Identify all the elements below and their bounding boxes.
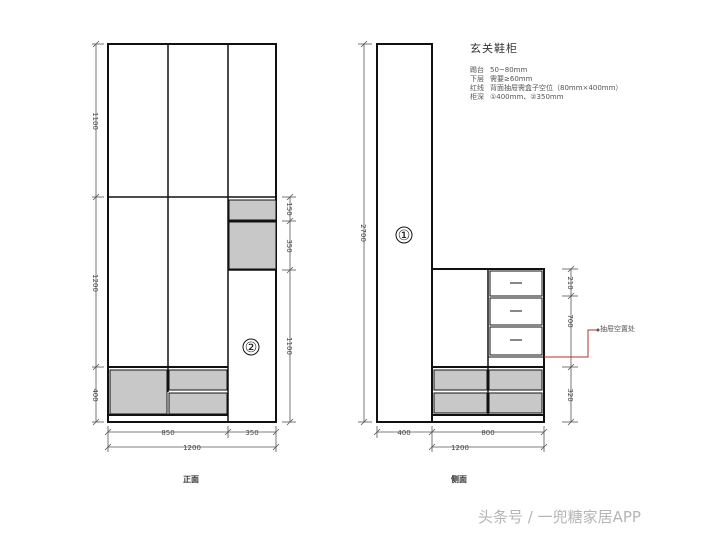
side-shelf-2 [488, 369, 543, 391]
side-marker-circle [395, 226, 413, 244]
front-shelf-bottom-mid-1 [168, 369, 228, 391]
front-marker: ② [245, 340, 258, 356]
side-drawer-2 [489, 297, 543, 326]
side-shelf-3 [433, 392, 488, 414]
side-callout-line [544, 329, 598, 358]
notes-key: 踢台 [470, 66, 484, 74]
notes-key: 下层 [470, 75, 484, 83]
side-shelf-1 [433, 369, 488, 391]
notes-value: 背面抽屉需盒子空位（80mm×400mm） [490, 84, 623, 92]
side-callout-label: 抽屉空置处 [600, 325, 635, 333]
notes-row: 下层需要≥60mm [470, 75, 622, 84]
side-shelf-4 [488, 392, 543, 414]
front-shelf-bottom-left [109, 369, 168, 415]
notes-value: ①400mm、②350mm [490, 93, 564, 101]
side-drawer-1 [489, 270, 543, 297]
front-dim-h-r2: 350 [285, 239, 293, 252]
watermark: 头条号 / 一兜糖家居APP [478, 508, 641, 526]
side-dim-h-d2: 700 [566, 314, 574, 327]
front-dim-w-left: 850 [161, 429, 174, 437]
notes-key: 红线 [470, 84, 484, 92]
front-shelf-top-right-1 [228, 199, 277, 221]
front-dim-h-mid: 1200 [91, 274, 99, 292]
side-dim-right [562, 265, 578, 426]
front-dim-right [282, 193, 296, 426]
notes-value: 需要≥60mm [490, 75, 533, 83]
notes-key: 柜深 [470, 93, 484, 101]
notes-row: 踢台 50~80mm [470, 66, 622, 75]
side-dim-w-left: 400 [397, 429, 410, 437]
front-dim-bottom [104, 426, 280, 452]
side-marker: ① [398, 228, 411, 244]
side-dim-w-right: 800 [481, 429, 494, 437]
side-dim-left [358, 40, 372, 426]
side-callout-dot [596, 328, 600, 332]
side-dim-h-d1: 210 [566, 276, 574, 289]
front-view [107, 43, 277, 423]
side-dim-w-total: 1200 [451, 444, 469, 452]
side-dim-h-d3: 320 [566, 388, 574, 401]
front-shelf-bottom-mid-2 [168, 392, 228, 415]
front-caption: 正面 [183, 475, 199, 484]
notes-value: 50~80mm [490, 66, 528, 74]
notes-row: 红线背面抽屉需盒子空位（80mm×400mm） [470, 84, 622, 93]
notes-panel: 玄关鞋柜 踢台 50~80mm 下层需要≥60mm 红线背面抽屉需盒子空位（80m… [470, 40, 622, 102]
front-shelf-top-right-2 [228, 221, 277, 270]
front-dim-left [92, 40, 104, 426]
front-dim-w-right: 350 [245, 429, 258, 437]
notes-row: 柜深 ①400mm、②350mm [470, 93, 622, 102]
notes-title: 玄关鞋柜 [470, 42, 518, 55]
front-dim-h-top: 1100 [91, 112, 99, 130]
front-dim-w-total: 1200 [183, 444, 201, 452]
side-drawer-3 [489, 326, 543, 356]
front-dim-h-r1: 150 [285, 202, 293, 215]
front-marker-circle [242, 338, 260, 356]
side-dim-bottom [373, 426, 548, 452]
front-dim-h-bot: 400 [91, 388, 99, 401]
side-dim-h-total: 2700 [359, 224, 367, 242]
front-dim-h-r3: 1100 [285, 337, 293, 355]
side-view [376, 43, 545, 423]
side-caption: 侧面 [451, 475, 467, 484]
